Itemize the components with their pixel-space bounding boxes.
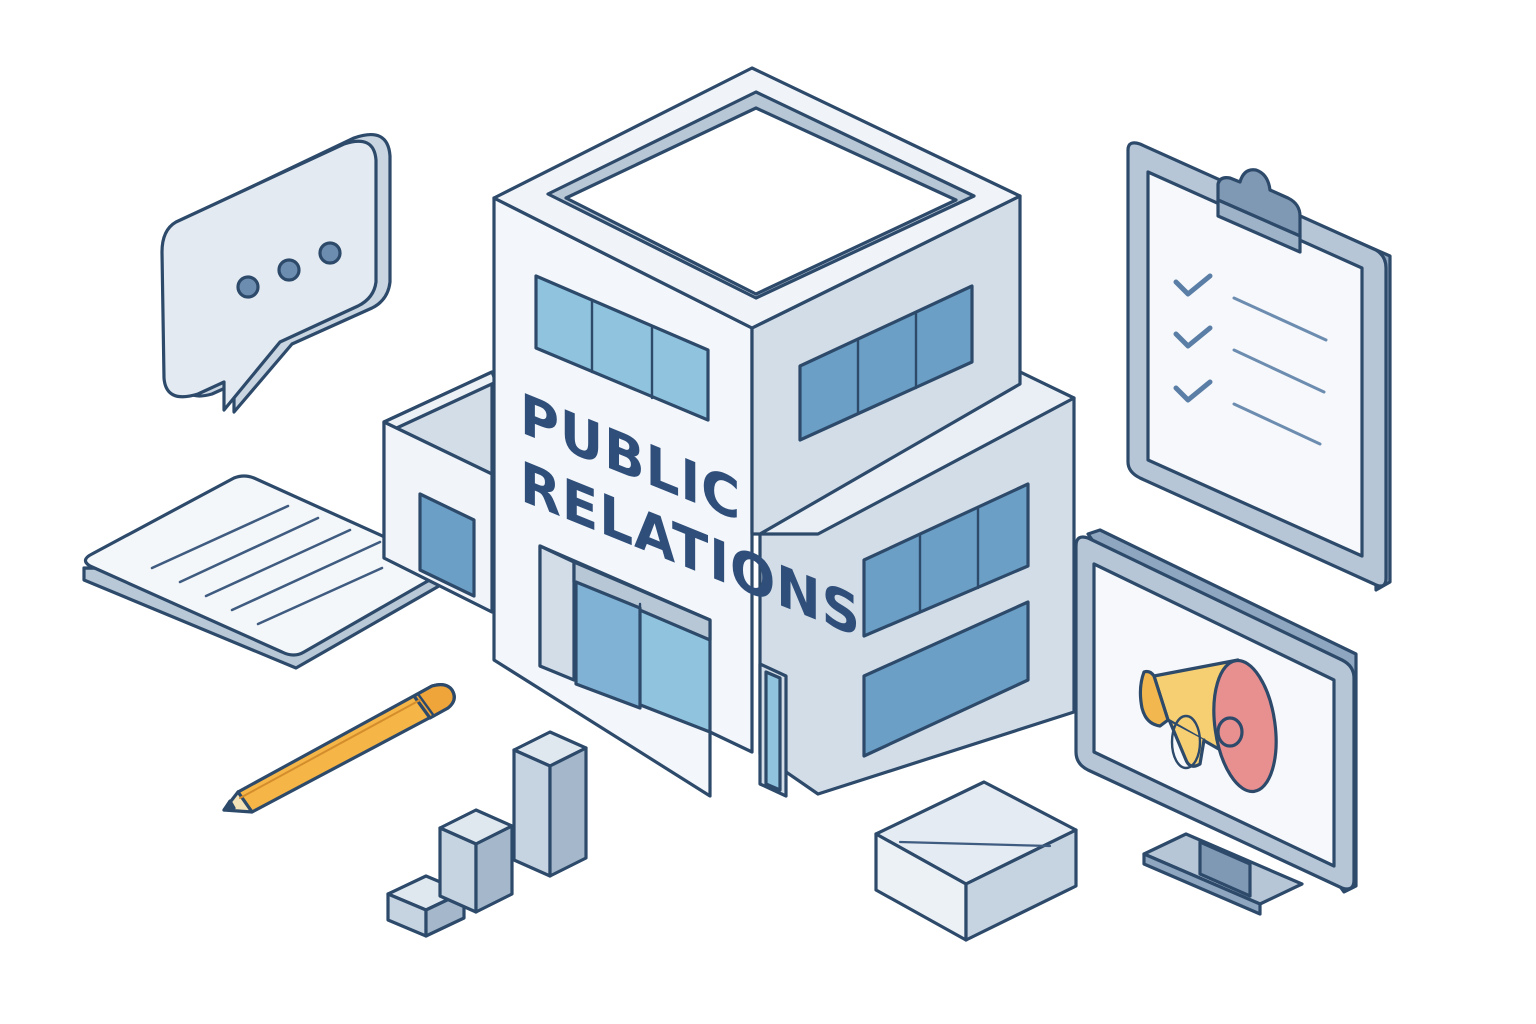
pencil-icon (222, 683, 456, 814)
dot (236, 275, 260, 299)
window (534, 274, 710, 422)
entrance-door (538, 544, 712, 734)
clipboard-checklist-icon (1126, 141, 1392, 592)
chart-bar (512, 730, 588, 878)
bar-chart-icon (386, 730, 588, 938)
box-icon (874, 780, 1078, 942)
window (862, 600, 1030, 758)
window (798, 284, 974, 442)
document-icon (82, 474, 448, 670)
right-wing (758, 368, 1076, 796)
window (862, 482, 1030, 638)
window (418, 492, 476, 598)
left-wing (382, 370, 498, 614)
building: PUBLIC RELATIONS (382, 66, 1076, 798)
speech-bubble-icon (160, 133, 392, 414)
dot (318, 241, 342, 265)
monitor-megaphone-icon (1074, 528, 1358, 916)
dot (277, 258, 301, 282)
chart-bar (438, 808, 514, 914)
megaphone-icon (1138, 658, 1278, 794)
